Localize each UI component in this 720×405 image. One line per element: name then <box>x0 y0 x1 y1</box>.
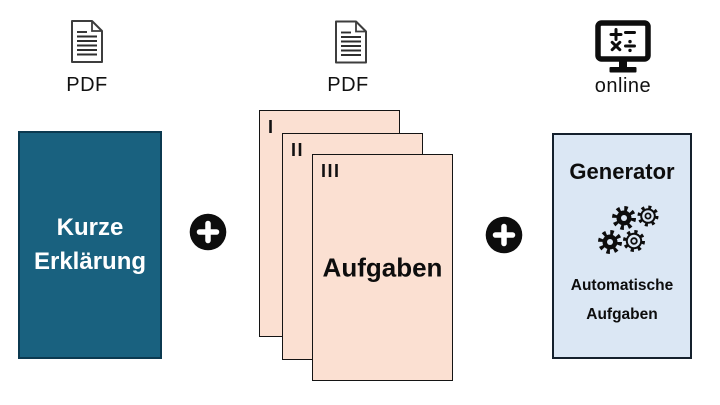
generator-subtitle-line1: Automatische <box>570 277 674 294</box>
generator-subtitle-line2: Aufgaben <box>586 306 658 323</box>
tasks-page-3: III Aufgaben <box>312 154 453 381</box>
document-icon <box>335 20 367 64</box>
monitor-math-icon <box>595 20 651 73</box>
format-label-left: PDF <box>66 74 108 96</box>
plus-icon <box>189 213 227 251</box>
gears-icon <box>598 205 659 254</box>
page-numeral-3: III <box>321 161 341 181</box>
tasks-title: Aufgaben <box>322 252 443 282</box>
explanation-card: Kurze Erklärung <box>18 131 162 359</box>
generator-title: Generator <box>569 159 675 184</box>
page-numeral-2: II <box>291 140 305 160</box>
explanation-title-line2: Erklärung <box>33 248 147 275</box>
explanation-card-title: Kurze Erklärung <box>34 211 146 278</box>
platform-label-right: online <box>594 75 652 97</box>
format-label-middle: PDF <box>327 74 369 96</box>
plus-icon <box>485 216 523 254</box>
generator-card: Generator <box>552 133 692 359</box>
page-numeral-1: I <box>268 117 275 137</box>
document-icon <box>71 20 103 63</box>
explanation-title-line1: Kurze <box>56 214 124 242</box>
